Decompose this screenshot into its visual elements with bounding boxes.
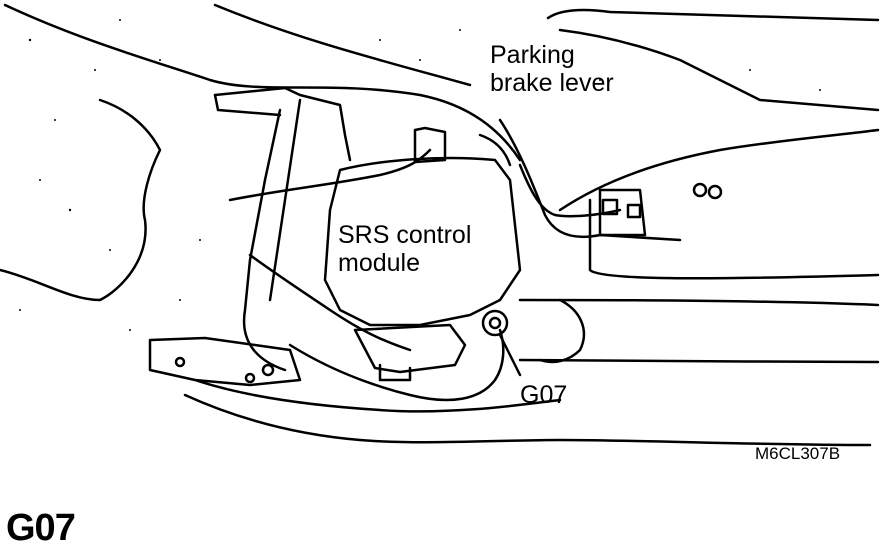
srs-label-line1: SRS control [338,221,472,249]
mounting-bracket [148,86,352,387]
figure-code: M6CL307B [755,444,841,463]
srs-control-module [323,126,522,382]
parking-brake-label-line2: brake lever [490,68,614,97]
srs-control-module-label: SRS control module [338,221,472,277]
wiring-harness [228,148,505,402]
g07-ground-bolt [481,309,522,377]
parking-brake-lever [498,118,723,242]
parking-brake-label-line1: Parking [490,41,575,69]
parking-brake-lever-label: Parking brake lever [490,41,614,97]
vehicle-body-outline [0,3,880,447]
scan-speckles [19,19,821,331]
ground-point-label: G07 [520,381,568,409]
srs-label-line2: module [338,248,420,277]
ground-point-caption: G07 [6,507,76,549]
